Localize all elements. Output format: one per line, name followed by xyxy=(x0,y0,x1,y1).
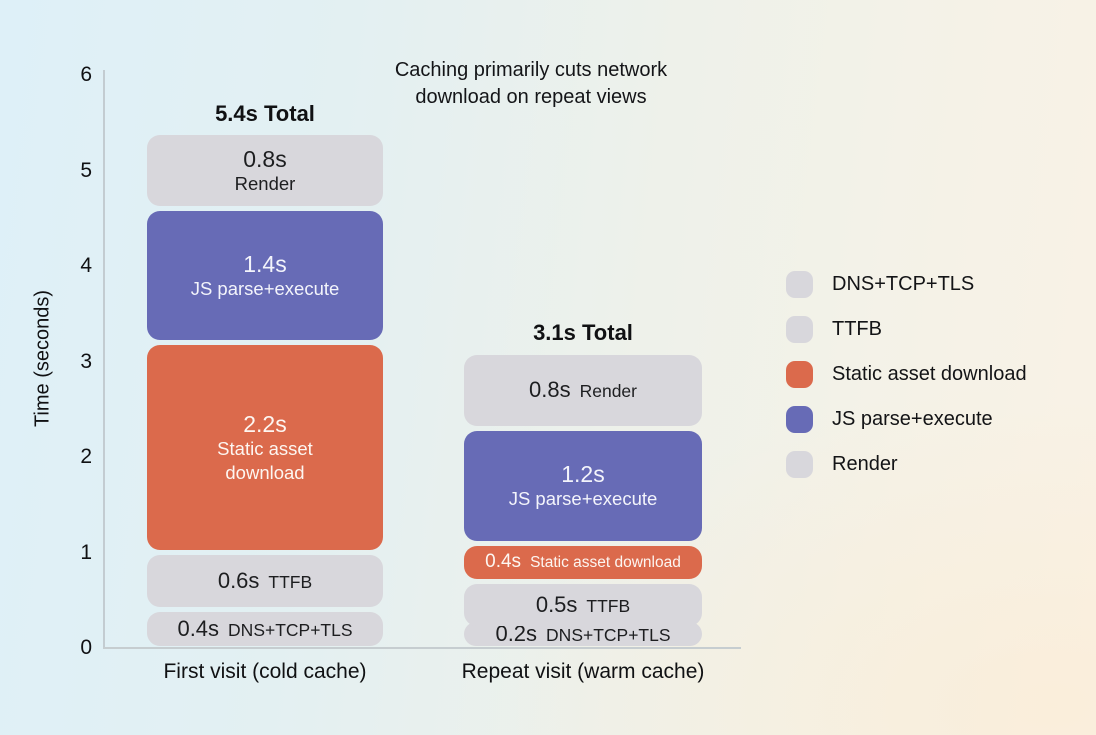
segment-label: Render xyxy=(234,172,296,194)
segment-value: 0.4s xyxy=(485,551,522,573)
segment-label: JS parse+execute xyxy=(190,277,340,299)
segment-value: 0.4s xyxy=(177,615,220,641)
segment-label: JS parse+execute xyxy=(508,487,658,509)
segment-value: 0.6s xyxy=(217,568,260,594)
legend-swatch-icon xyxy=(786,451,813,478)
segment-label: Static asset download xyxy=(217,437,313,483)
bar1-total-label: 5.4s Total xyxy=(215,100,315,126)
segment-value: 2.2s xyxy=(243,410,287,437)
x-axis-line xyxy=(103,647,741,649)
legend-item-static-asset-download: Static asset download xyxy=(786,361,1027,388)
legend-item-ttfb: TTFB xyxy=(786,316,1027,343)
bar1-segment-dns-tcp-tls: 0.4s DNS+TCP+TLS xyxy=(147,612,383,646)
segment-label: TTFB xyxy=(268,572,313,593)
y-tick-4: 4 xyxy=(80,254,92,278)
y-tick-1: 1 xyxy=(80,540,92,564)
bar2-segment-render: 0.8s Render xyxy=(464,354,702,426)
y-tick-5: 5 xyxy=(80,158,92,182)
x-category-first-visit-cold-cache: First visit (cold cache) xyxy=(163,660,367,683)
legend-swatch-icon xyxy=(786,361,813,388)
segment-value: 0.8s xyxy=(243,145,287,172)
segment-value: 0.5s xyxy=(535,592,578,618)
bar1-segment-ttfb: 0.6s TTFB xyxy=(147,555,383,608)
legend-label: TTFB xyxy=(832,318,882,340)
legend-label: Render xyxy=(832,453,898,475)
segment-value: 0.8s xyxy=(529,377,571,403)
x-category-repeat-visit-warm-cache: Repeat visit (warm cache) xyxy=(461,660,705,683)
segment-label: DNS+TCP+TLS xyxy=(546,624,671,645)
y-tick-3: 3 xyxy=(80,349,92,373)
bar2-segment-ttfb: 0.5s TTFB xyxy=(464,583,702,627)
legend-label: JS parse+execute xyxy=(832,408,993,430)
segment-label: Render xyxy=(579,381,637,402)
legend-item-dns-tcp-tls: DNS+TCP+TLS xyxy=(786,271,1027,298)
segment-value: 1.2s xyxy=(561,460,605,487)
bar2-segment-static-asset-download: 0.4s Static asset download xyxy=(464,545,702,579)
y-tick-6: 6 xyxy=(80,63,92,87)
legend-label: Static asset download xyxy=(832,363,1027,385)
segment-label: TTFB xyxy=(586,596,631,617)
legend-item-render: Render xyxy=(786,451,1027,478)
chart-title: Caching primarily cuts network download … xyxy=(394,59,668,108)
segment-label: Static asset download xyxy=(530,554,681,572)
legend-swatch-icon xyxy=(786,316,813,343)
legend-label: DNS+TCP+TLS xyxy=(832,273,975,295)
legend-item-js-parse-execute: JS parse+execute xyxy=(786,406,1027,433)
legend: DNS+TCP+TLS TTFB Static asset download JS p… xyxy=(786,271,1027,478)
y-tick-0: 0 xyxy=(80,636,92,659)
legend-swatch-icon xyxy=(786,271,813,298)
segment-value: 1.4s xyxy=(243,250,287,277)
y-axis-line xyxy=(103,70,105,648)
bar2-total-label: 3.1s Total xyxy=(533,320,633,346)
segment-label: DNS+TCP+TLS xyxy=(228,619,353,640)
y-tick-2: 2 xyxy=(80,445,92,469)
legend-swatch-icon xyxy=(786,406,813,433)
